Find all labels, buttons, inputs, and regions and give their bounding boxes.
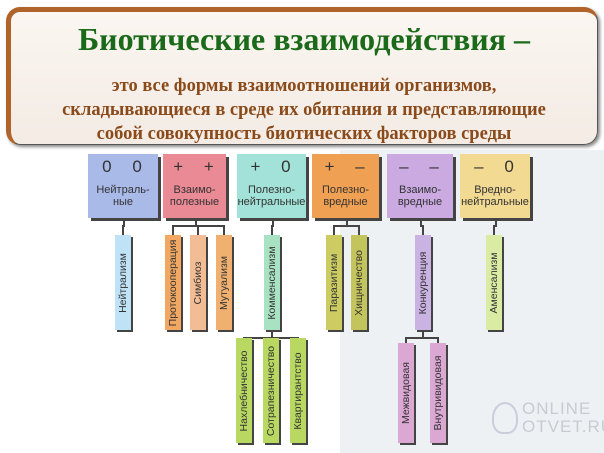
connector-line [271, 218, 274, 227]
category-sign: – – [399, 157, 441, 176]
connector-line [270, 337, 272, 338]
subtype-label: Внутривидовая [432, 355, 444, 431]
connector-line [437, 337, 439, 343]
definition-banner: Биотические взаимодействия – это все фор… [6, 7, 598, 145]
category-sign: + + [173, 157, 216, 176]
interaction-type-label: Аменсализм [488, 252, 500, 313]
connector-line [122, 225, 124, 235]
interaction-type-box: Аменсализм [486, 235, 502, 330]
category-sign: + 0 [250, 157, 293, 176]
connector-line [333, 225, 335, 235]
interaction-type-label: Симбиоз [192, 261, 204, 304]
category-label: Полезно- вредные [322, 184, 369, 208]
interaction-type-label: Паразитизм [328, 253, 340, 312]
category-box: + + Взаимо- полезные [163, 154, 226, 218]
connector-line [197, 225, 199, 235]
subtitle-line: собой совокупность биотических факторов … [96, 124, 512, 144]
lightbulb-icon [492, 402, 518, 434]
subtype-box: Нахлебничество [236, 338, 252, 443]
subtitle-line: это все формы взаимоотношений организмов… [111, 76, 497, 96]
connector-line [358, 225, 360, 235]
connector-line [172, 225, 174, 235]
connector-line [422, 330, 424, 338]
connector-line [422, 225, 424, 235]
connector-line [345, 218, 348, 227]
category-sign: + – [324, 157, 367, 176]
interaction-type-box: Мутуализм [216, 235, 232, 330]
watermark: ONLINE OTVET.RU [522, 400, 604, 436]
connector-line [495, 218, 497, 227]
connector-line [243, 337, 245, 338]
interaction-type-box: Нейтрализм [115, 235, 131, 330]
subtype-box: Сотрапезничество [263, 338, 279, 443]
subtype-box: Квартирантство [290, 338, 306, 443]
interaction-type-label: Нейтрализм [117, 252, 129, 313]
category-box: 0 0 Нейтраль- ные [88, 154, 158, 218]
category-box: + – Полезно- вредные [312, 154, 379, 218]
subtype-box: Межвидовая [398, 343, 414, 443]
category-box: – 0 Вредно- нейтральные [460, 154, 530, 218]
category-label: Взаимо- полезные [169, 184, 220, 208]
category-box: – – Взаимо- вредные [387, 154, 453, 218]
connector-line [271, 225, 273, 235]
banner-subtitle: это все формы взаимоотношений организмов… [11, 74, 597, 146]
connector-line [223, 225, 225, 235]
category-label: Нейтраль- ные [96, 184, 150, 208]
category-label: Вредно- нейтральные [461, 184, 529, 208]
connector-line [405, 337, 439, 339]
connector-line [271, 330, 273, 338]
connector-line [405, 337, 407, 343]
interaction-type-box: Комменсализм [264, 235, 280, 330]
interaction-type-box: Паразитизм [326, 235, 342, 330]
interaction-type-label: Мутуализм [218, 255, 230, 310]
category-sign: 0 0 [102, 157, 144, 176]
subtype-label: Межвидовая [400, 361, 412, 425]
interaction-type-box: Конкуренция [415, 235, 431, 330]
connector-line [123, 218, 125, 227]
interaction-type-label: Протокооперация [167, 239, 179, 326]
subtype-label: Сотрапезничество [265, 345, 277, 436]
banner-title: Биотические взаимодействия – [77, 21, 531, 57]
watermark-line: OTVET.RU [522, 417, 604, 436]
interaction-type-box: Протокооперация [165, 235, 181, 330]
subtype-label: Квартирантство [292, 351, 304, 430]
connector-line [297, 337, 299, 338]
interaction-type-box: Симбиоз [190, 235, 206, 330]
watermark-line: ONLINE [522, 399, 592, 418]
subtype-label: Нахлебничество [238, 350, 250, 431]
category-sign: – 0 [474, 157, 516, 176]
connector-line [493, 225, 495, 235]
category-label: Взаимо- вредные [397, 184, 443, 208]
interaction-type-label: Конкуренция [417, 251, 429, 314]
category-box: + 0 Полезно- нейтральные [237, 154, 306, 218]
category-label: Полезно- нейтральные [237, 184, 306, 208]
interaction-type-label: Комменсализм [266, 245, 278, 320]
connector-line [420, 218, 422, 227]
interaction-type-label: Хищничество [353, 249, 365, 316]
connector-line [194, 218, 197, 227]
subtype-box: Внутривидовая [430, 343, 446, 443]
interaction-type-box: Хищничество [351, 235, 367, 330]
subtitle-line: складывающиеся в среде их обитания и пре… [62, 100, 546, 120]
